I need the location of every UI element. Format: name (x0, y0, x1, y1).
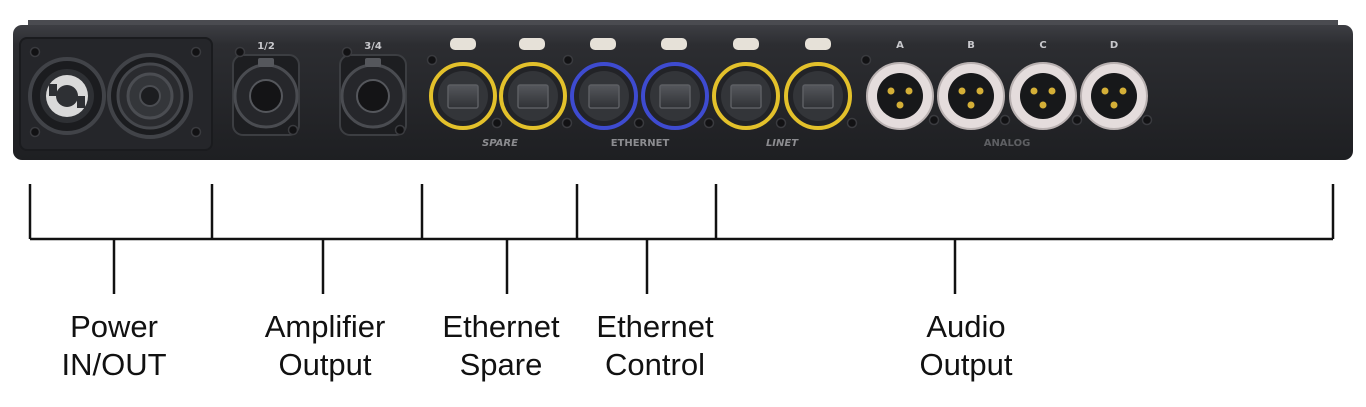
xlr-port-label-d: D (1110, 40, 1118, 51)
group-label-spare: SPARE (482, 138, 518, 149)
rj45-port-icon[interactable] (784, 62, 852, 130)
xlr-port-label-c: C (1039, 40, 1046, 51)
rj45-port-icon[interactable] (429, 62, 497, 130)
amp-port-label-1-2: 1/2 (257, 41, 275, 52)
callout-ethernet-control-line1: Ethernet (596, 309, 714, 344)
callout-amplifier: Amplifier Output (215, 308, 435, 384)
device-rear-panel: 1/2 3/4 (13, 20, 1353, 294)
power-in-connector-icon[interactable] (28, 57, 106, 135)
callout-audio: Audio Output (856, 308, 1076, 384)
group-label-ethernet: ETHERNET (611, 138, 670, 149)
screw-icon (29, 46, 1153, 138)
chassis-top-edge (28, 20, 1338, 26)
callout-power-line1: Power (70, 309, 158, 344)
xlr-port-label-b: B (967, 40, 975, 51)
power-out-connector-icon[interactable] (107, 53, 193, 139)
rj45-port-tabs (450, 38, 831, 50)
amp-port-label-3-4: 3/4 (364, 41, 382, 52)
callout-power-line2: IN/OUT (61, 347, 167, 382)
callout-ethernet-control-line2: Control (605, 347, 705, 382)
callout-ethernet-spare-line2: Spare (459, 347, 543, 382)
xlr-connector-icon[interactable] (866, 62, 934, 130)
rj45-port-icon[interactable] (570, 62, 638, 130)
rj45-port-icon[interactable] (641, 62, 709, 130)
callout-power: Power IN/OUT (4, 308, 224, 384)
callout-amplifier-line1: Amplifier (264, 309, 386, 344)
callout-ethernet-spare-line1: Ethernet (442, 309, 560, 344)
rj45-port-icon[interactable] (712, 62, 780, 130)
xlr-connector-icon[interactable] (937, 62, 1005, 130)
xlr-connector-icon[interactable] (1080, 62, 1148, 130)
callout-audio-line1: Audio (926, 309, 1006, 344)
group-label-linet: LINET (766, 138, 799, 149)
callout-audio-line2: Output (919, 347, 1013, 382)
xlr-port-label-a: A (896, 40, 904, 51)
group-label-analog: ANALOG (984, 138, 1031, 149)
callout-bracket-lines (28, 184, 1335, 294)
callout-ethernet-control: Ethernet Control (545, 308, 765, 384)
callout-amplifier-line2: Output (278, 347, 372, 382)
amplifier-output-3-4-connector[interactable] (339, 54, 407, 136)
xlr-connector-icon[interactable] (1009, 62, 1077, 130)
amplifier-output-1-2-connector[interactable] (232, 54, 300, 136)
callout-ethernet-spare: Ethernet Spare (391, 308, 611, 384)
rj45-port-icon[interactable] (499, 62, 567, 130)
